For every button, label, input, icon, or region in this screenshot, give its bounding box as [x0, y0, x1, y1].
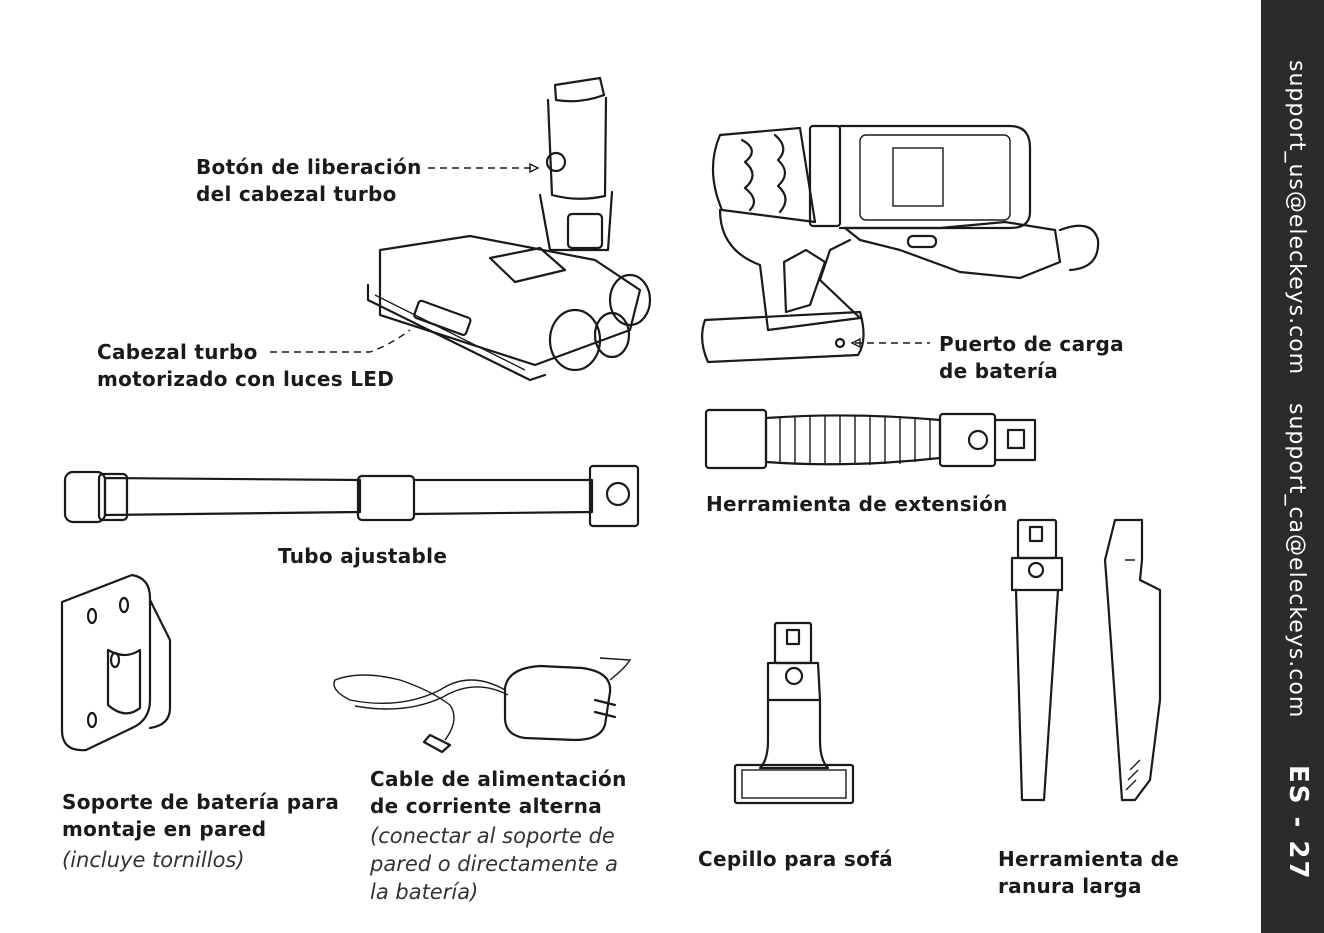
crevice-tool-illustration: [1012, 520, 1160, 800]
ac-cable-note-line1: (conectar al soporte de: [370, 822, 618, 850]
ac-cable-note: (conectar al soporte de pared o directam…: [370, 822, 618, 906]
ac-cable-label-line1: Cable de alimentación: [370, 766, 627, 793]
wall-mount-label: Soporte de batería para montaje en pared: [62, 789, 339, 843]
page-number: ES - 27: [1283, 765, 1313, 881]
sidebar: support_us@eleckeys.com support_ca@eleck…: [1261, 0, 1324, 933]
ac-cable-label-line2: de corriente alterna: [370, 793, 627, 820]
sofa-brush-label: Cepillo para sofá: [698, 846, 893, 873]
wall-mount-note: (incluye tornillos): [62, 846, 245, 874]
adjustable-tube-label: Tubo ajustable: [278, 543, 447, 570]
support-email-us: support_us@eleckeys.com: [1284, 60, 1309, 375]
sofa-brush-illustration: [735, 623, 853, 803]
adjustable-tube-illustration: [65, 466, 638, 526]
handheld-vacuum-illustration: [702, 126, 1098, 362]
release-button-label-line2: del cabezal turbo: [196, 181, 422, 208]
extension-tool-label: Herramienta de extensión: [706, 491, 1008, 518]
release-button-label: Botón de liberación del cabezal turbo: [196, 154, 422, 208]
crevice-tool-label-line1: Herramienta de: [998, 846, 1179, 873]
crevice-tool-label-line2: ranura larga: [998, 873, 1179, 900]
extension-hose-illustration: [706, 410, 1035, 468]
turbo-head-label-line2: motorizado con luces LED: [97, 366, 394, 393]
charging-port-label-line1: Puerto de carga: [939, 331, 1124, 358]
release-button-label-line1: Botón de liberación: [196, 154, 422, 181]
ac-cable-label: Cable de alimentación de corriente alter…: [370, 766, 627, 820]
wall-mount-label-line2: montaje en pared: [62, 816, 339, 843]
ac-cable-note-line3: la batería): [370, 878, 618, 906]
support-email-ca: support_ca@eleckeys.com: [1284, 403, 1309, 718]
crevice-tool-label: Herramienta de ranura larga: [998, 846, 1179, 900]
turbo-head-label-line1: Cabezal turbo: [97, 339, 394, 366]
turbo-head-label: Cabezal turbo motorizado con luces LED: [97, 339, 394, 393]
charging-port-label: Puerto de carga de batería: [939, 331, 1124, 385]
turbo-head-illustration: [368, 78, 650, 380]
wall-mount-illustration: [62, 575, 170, 750]
ac-adapter-illustration: [334, 658, 630, 752]
charging-port-label-line2: de batería: [939, 358, 1124, 385]
wall-mount-label-line1: Soporte de batería para: [62, 789, 339, 816]
ac-cable-note-line2: pared o directamente a: [370, 850, 618, 878]
